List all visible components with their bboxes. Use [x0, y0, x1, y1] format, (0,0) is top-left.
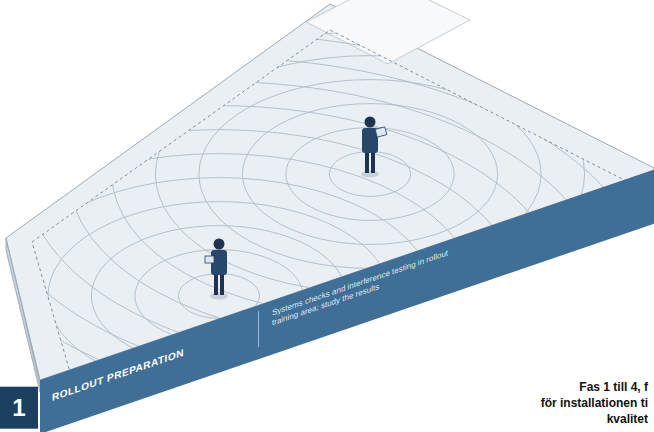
caption-fragment: kvalitet	[607, 412, 648, 426]
person-figure	[205, 239, 228, 300]
caption-fragment: Fas 1 till 4, f	[579, 380, 648, 394]
raised-square	[306, 0, 470, 64]
phase-description: Systems checks and interference testing …	[272, 240, 472, 328]
person-figure	[361, 117, 387, 178]
coverage-arc	[329, 152, 410, 197]
phase-number: 1	[0, 387, 38, 429]
band-separator	[258, 311, 259, 347]
coverage-arc	[0, 10, 654, 432]
coverage-arc	[286, 128, 454, 221]
phase-title: ROLLOUT PREPARATION	[52, 347, 184, 403]
coverage-arc	[0, 34, 654, 432]
caption-fragment: för installationen ti	[541, 396, 648, 410]
phase-band: 1ROLLOUT PREPARATIONSystems checks and i…	[40, 170, 654, 432]
coverage-arc	[68, 8, 654, 341]
coverage-arc	[242, 104, 497, 245]
